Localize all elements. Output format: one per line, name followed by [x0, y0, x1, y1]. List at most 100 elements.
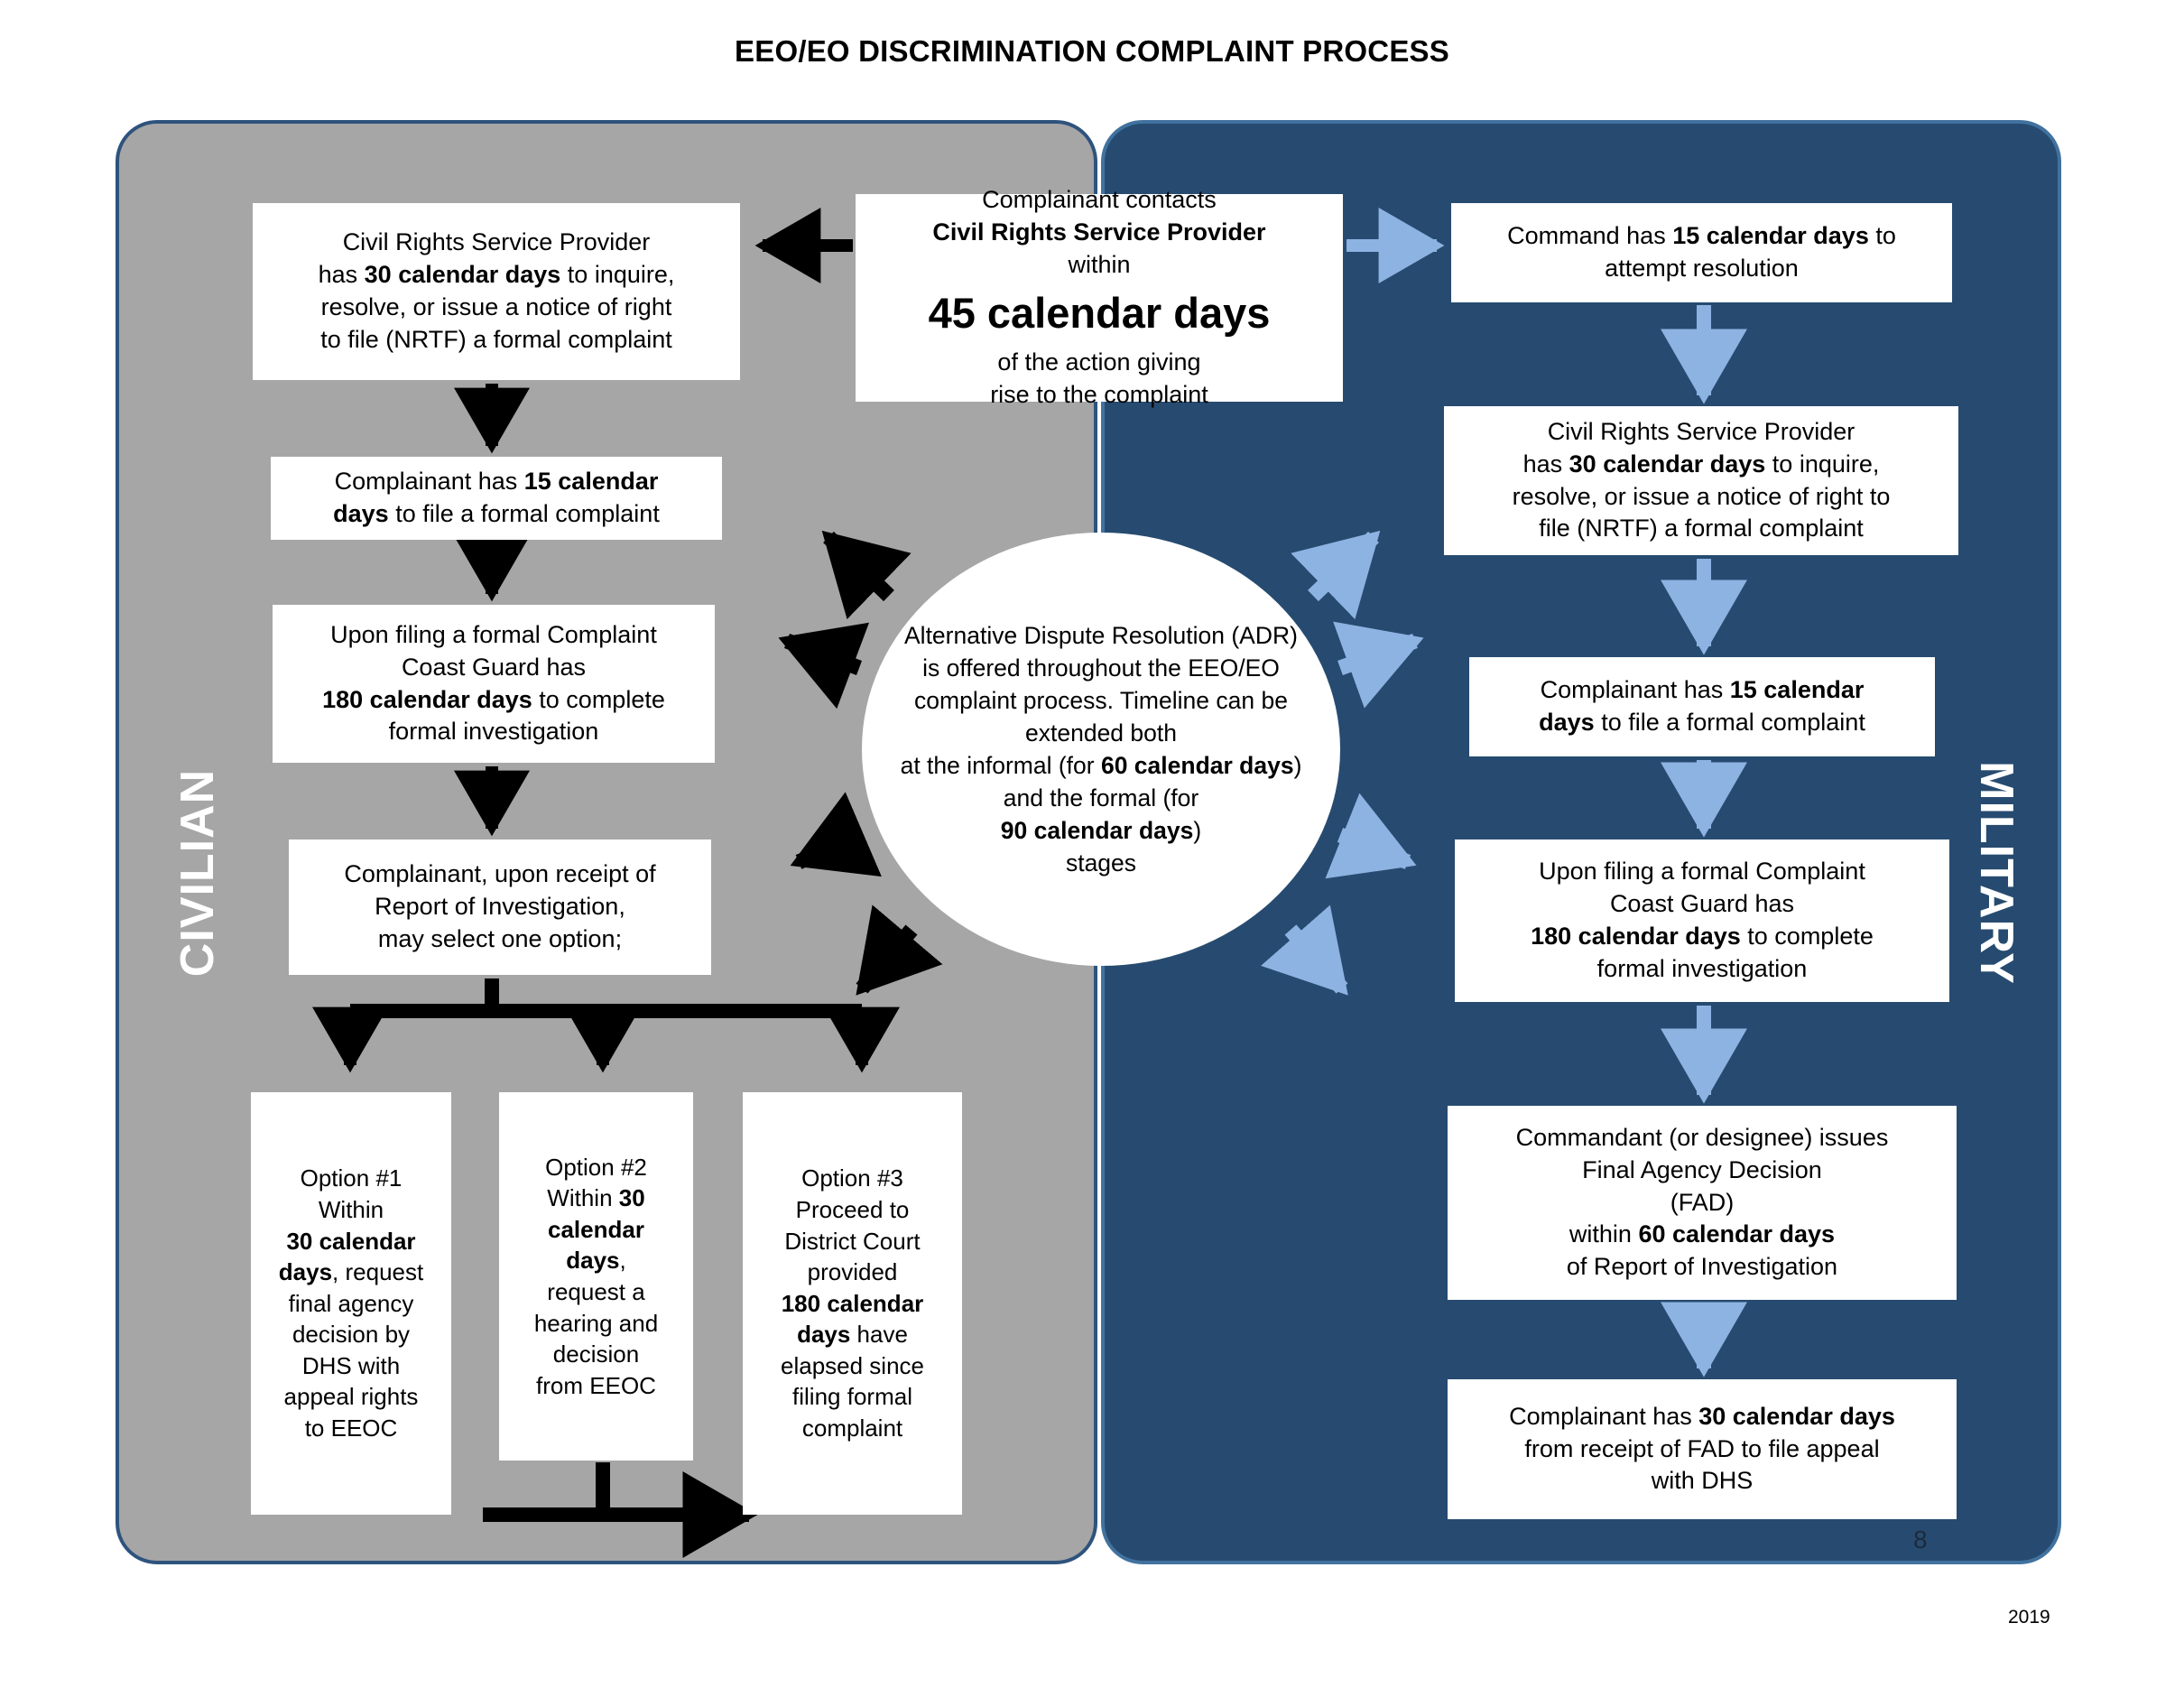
c1-line-1: Civil Rights Service Provider [342, 228, 651, 256]
m3-15-calendar: 15 calendar [1729, 676, 1865, 704]
c2-line-1-pre: Complainant has [334, 468, 524, 496]
opt3-180-calendar: 180 calendar [781, 1289, 924, 1317]
box-civilian-complainant-15-days: Complainant has 15 calendar days to file… [271, 457, 722, 540]
center-line-3: within [1068, 250, 1131, 278]
opt1-line-9: to EEOC [304, 1414, 398, 1442]
c2-15-calendar: 15 calendar [523, 468, 659, 496]
m6-line-1-pre: Complainant has [1509, 1402, 1699, 1430]
c3-line-4: formal investigation [388, 718, 599, 746]
opt2-line-4-post: , [619, 1247, 626, 1275]
box-option-3: Option #3 Proceed to District Court prov… [743, 1092, 962, 1515]
center-45-calendar-days: 45 calendar days [928, 288, 1271, 337]
opt3-line-6-post: have [850, 1321, 908, 1349]
m1-line-1-pre: Command has [1507, 222, 1673, 250]
m5-line-3: (FAD) [1670, 1188, 1735, 1216]
opt2-days: days [566, 1247, 620, 1275]
opt1-line-8: appeal rights [283, 1383, 419, 1411]
box-military-command-15-days: Command has 15 calendar days to attempt … [1451, 203, 1952, 302]
panel-label-civilian: CIVILIAN [171, 768, 224, 978]
opt1-line-7: DHS with [301, 1351, 401, 1379]
m4-line-3-post: to complete [1740, 923, 1874, 950]
opt3-line-4: provided [807, 1258, 898, 1286]
m2-line-2-post: to inquire, [1765, 450, 1880, 478]
opt2-line-7: decision [552, 1340, 640, 1368]
box-military-appeal-dhs: Complainant has 30 calendar days from re… [1448, 1379, 1957, 1519]
adr-line-2: is offered throughout the EEO/EO [922, 654, 1280, 682]
page-number: 8 [1913, 1526, 1928, 1554]
m5-line-1: Commandant (or designee) issues [1515, 1123, 1889, 1151]
opt2-line-5: request a [547, 1278, 645, 1305]
opt2-line-6: hearing and [533, 1309, 659, 1337]
m2-line-3: resolve, or issue a notice of right to [1512, 482, 1891, 510]
opt2-30: 30 [618, 1184, 645, 1212]
opt3-line-2: Proceed to [795, 1195, 910, 1223]
opt1-line-6: decision by [292, 1321, 411, 1349]
c1-30-calendar-days: 30 calendar days [364, 261, 561, 289]
adr-90-calendar-days: 90 calendar days [1000, 817, 1194, 845]
adr-line-3: complaint process. Timeline can be [914, 686, 1288, 714]
m1-line-1-post: to [1868, 222, 1896, 250]
adr-line-7-post: ) [1193, 817, 1202, 845]
c4-line-1: Complainant, upon receipt of [344, 860, 656, 888]
adr-line-1: Alternative Dispute Resolution (ADR) [904, 621, 1298, 649]
m5-60-calendar-days: 60 calendar days [1638, 1220, 1836, 1248]
m4-180-calendar-days: 180 calendar days [1531, 923, 1741, 950]
box-civilian-select-option: Complainant, upon receipt of Report of I… [289, 839, 711, 975]
m3-line-1-pre: Complainant has [1540, 676, 1730, 704]
box-complainant-contacts: Complainant contacts Civil Rights Servic… [856, 186, 1343, 408]
m4-line-4: formal investigation [1596, 954, 1808, 982]
c2-line-2-post: to file a formal complaint [388, 500, 660, 527]
opt3-line-7: elapsed since [781, 1351, 924, 1379]
center-line-1: Complainant contacts [982, 185, 1217, 213]
c4-line-3: may select one option; [377, 924, 623, 952]
box-civilian-crsp-30-days: Civil Rights Service Provider has 30 cal… [253, 203, 740, 380]
adr-line-5-pre: at the informal (for [900, 752, 1101, 779]
m5-line-5: of Report of Investigation [1566, 1253, 1838, 1281]
adr-line-5-post: ) [1293, 752, 1302, 779]
c3-180-calendar-days: 180 calendar days [322, 685, 532, 713]
m5-line-2: Final Agency Decision [1582, 1155, 1822, 1183]
box-military-formal-investigation-180: Upon filing a formal Complaint Coast Gua… [1455, 839, 1949, 1002]
m6-30-calendar-days: 30 calendar days [1698, 1402, 1895, 1430]
c3-line-3-post: to complete [532, 685, 665, 713]
c1-line-3: resolve, or issue a notice of right [320, 293, 672, 320]
m2-line-4: file (NRTF) a formal complaint [1539, 515, 1864, 543]
m2-line-1: Civil Rights Service Provider [1547, 417, 1855, 445]
m5-line-4-pre: within [1569, 1220, 1639, 1248]
opt3-line-3: District Court [784, 1227, 921, 1255]
m3-days: days [1539, 709, 1595, 736]
adr-line-6: and the formal (for [1003, 784, 1199, 812]
opt2-line-2-pre: Within [547, 1184, 619, 1212]
box-military-final-agency-decision: Commandant (or designee) issues Final Ag… [1448, 1106, 1957, 1300]
opt1-30-calendar: 30 calendar [286, 1227, 416, 1255]
c1-line-4: to file (NRTF) a formal complaint [320, 325, 672, 353]
m6-line-3: with DHS [1651, 1467, 1754, 1495]
opt2-line-8: from EEOC [536, 1371, 656, 1399]
panel-label-military: MILITARY [1970, 761, 2022, 985]
opt3-line-8: filing formal [792, 1383, 912, 1411]
adr-line-8: stages [1065, 849, 1137, 877]
box-option-2: Option #2 Within 30 calendar days, reque… [499, 1092, 693, 1461]
box-option-1: Option #1 Within 30 calendar days, reque… [251, 1092, 451, 1515]
c4-line-2: Report of Investigation, [375, 893, 625, 921]
center-line-2: Civil Rights Service Provider [932, 218, 1266, 246]
opt1-days: days [278, 1258, 333, 1286]
c1-line-2-post: to inquire, [560, 261, 675, 289]
c1-line-2-pre: has [318, 261, 365, 289]
opt1-line-2: Within [318, 1195, 384, 1223]
box-military-crsp-30-days: Civil Rights Service Provider has 30 cal… [1444, 406, 1958, 555]
center-line-4: of the action giving [997, 348, 1201, 376]
m2-line-2-pre: has [1522, 450, 1569, 478]
m3-line-2-post: to file a formal complaint [1594, 709, 1865, 736]
m6-line-2: from receipt of FAD to file appeal [1524, 1434, 1880, 1462]
opt1-line-5: final agency [288, 1289, 414, 1317]
page-title: EEO/EO DISCRIMINATION COMPLAINT PROCESS [735, 34, 1449, 68]
adr-line-4: extended both [1025, 719, 1177, 747]
m2-30-calendar-days: 30 calendar days [1569, 450, 1766, 478]
opt3-line-9: complaint [801, 1414, 903, 1442]
opt3-days: days [797, 1321, 851, 1349]
adr-60-calendar-days: 60 calendar days [1100, 752, 1294, 779]
c3-line-1: Upon filing a formal Complaint [330, 620, 657, 648]
c3-line-2: Coast Guard has [401, 653, 587, 681]
